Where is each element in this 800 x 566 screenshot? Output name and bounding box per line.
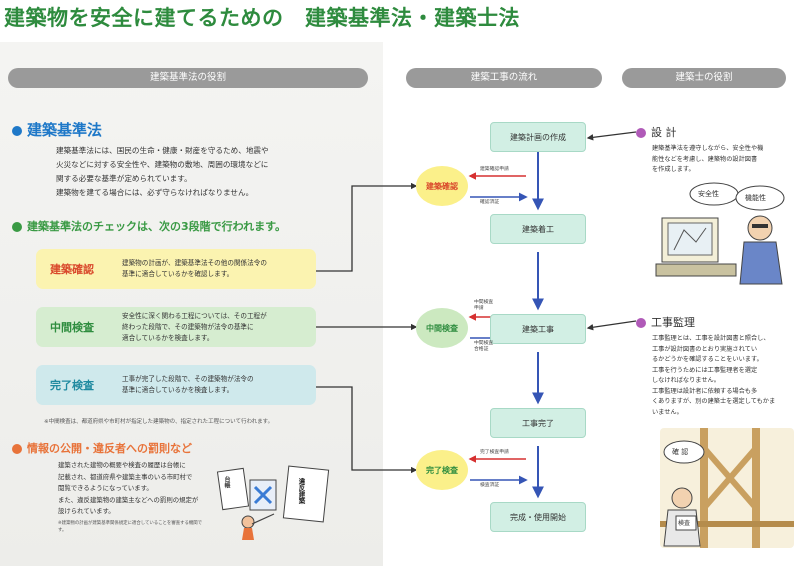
intro-line: 建築基準法には、国民の生命・健康・財産を守るため、地震や — [56, 146, 269, 155]
design-line: を作成します。 — [652, 166, 695, 173]
intro-heading: 建築基準法 — [12, 119, 102, 140]
intro-heading-text: 建築基準法 — [27, 121, 103, 139]
card-desc-line: 適合しているかを検査します。 — [122, 333, 214, 342]
design-line: 能性などを考慮し、建築物の設計図書 — [652, 155, 758, 163]
penalty-line: 閲覧できるようになっています。 — [58, 484, 153, 492]
card-interim-inspection: 中間検査 安全性に深く関わる工程については、その工程が 終わった段階で、その建築… — [36, 307, 316, 347]
card-desc: 安全性に深く関わる工程については、その工程が 終わった段階で、その建築物が法令の… — [122, 311, 275, 344]
bullet-icon — [12, 125, 22, 136]
header-law-role: 建築基準法の役割 — [8, 68, 368, 88]
design-text: 建築基準法を遵守しながら、安全性や機 能性などを考慮し、建築物の設計図書 を作成… — [652, 144, 792, 176]
design-heading: 設 計 — [636, 124, 677, 140]
supervision-line: 工事を行うためには工事監理者を選定 — [652, 366, 758, 374]
card-label: 中間検査 — [50, 321, 94, 334]
supervision-line: るかどうかを確認することをいいます。 — [652, 356, 763, 363]
tag-line: 中間検査 — [474, 300, 494, 305]
tag-mid-request: 中間検査 申請 — [474, 300, 493, 312]
designer-illustration — [655, 182, 785, 285]
intro-line: 建築物を建てる場合には、必ず守らなければなりません。 — [56, 188, 254, 197]
inspection-tag: 検査 — [678, 520, 691, 527]
check-heading: 建築基準法のチェックは、次の3段階で行われます。 — [12, 218, 286, 234]
bubble-function: 機能性 — [745, 194, 766, 202]
tag-done-request: 完了検査申請 — [480, 450, 509, 455]
page-title: 建築物を安全に建てるための 建築基準法・建築士法 — [4, 6, 520, 30]
supervisor-illustration — [660, 428, 794, 548]
tag-line: 合格証 — [474, 347, 489, 352]
card-desc-line: 基準に適合しているかを確認します。 — [122, 270, 234, 278]
supervision-line: 工事監理は設計者に依頼する場合も多 — [652, 387, 758, 395]
penalty-text: 建築された建物の概要や検査の履歴は台帳に 記載され、都道府県や建築主事のいる市町… — [58, 460, 218, 534]
penalty-line: 設けられています。 — [58, 507, 115, 515]
supervision-line: 工事監理とは、工事を設計図書と照合し、 — [652, 335, 770, 342]
penalty-line: 記載され、都道府県や建築主事のいる市町村で — [58, 472, 193, 481]
card-building-confirmation: 建築確認 建築物の計画が、建築基準法その他の関係法令の 基準に適合しているかを確… — [36, 249, 316, 289]
card-desc-line: 安全性に深く関わる工程については、その工程が — [122, 311, 267, 320]
card-desc: 工事が完了した段階で、その建築物が法令の 基準に適合しているかを検査します。 — [122, 374, 262, 396]
card-desc-line: 建築物の計画が、建築基準法その他の関係法令の — [122, 259, 267, 267]
card-label: 完了検査 — [50, 379, 94, 392]
supervision-text: 工事監理とは、工事を設計図書と照合し、 工事が設計図書のとおり実施されてい るか… — [652, 334, 797, 418]
circle-completion: 完了検査 — [416, 450, 468, 490]
tag-mid-issue: 中間検査 合格証 — [474, 341, 493, 353]
supervision-line: しなければなりません。 — [652, 377, 720, 384]
penalty-line: また、違反建築物の建築主などへの罰則の規定が — [58, 495, 199, 504]
bullet-icon — [636, 318, 646, 328]
intro-text: 建築基準法には、国民の生命・健康・財産を守るため、地震や 火災などに対する安全性… — [56, 144, 366, 200]
bubble-confirm: 確 認 — [672, 448, 689, 456]
bullet-icon — [636, 128, 646, 138]
penalty-heading: 情報の公開・違反者への罰則など — [12, 440, 192, 456]
card-desc-line: 終わった段階で、その建築物が法令の基準に — [122, 322, 254, 331]
bullet-icon — [12, 222, 22, 232]
circle-interim: 中間検査 — [416, 308, 468, 348]
intro-line: 関する必要な基準が定められています。 — [56, 174, 192, 183]
violation-stamp-label: 違反建築 — [297, 478, 305, 504]
tag-confirm-issue: 確認済証 — [480, 200, 500, 205]
flow-box-construction: 建築工事 — [490, 314, 586, 344]
supervision-line: 工事が設計図書のとおり実施されてい — [652, 345, 758, 353]
supervision-line: いません。 — [652, 408, 683, 416]
penalty-small-note: ※建築物の計画が建築基準関係規定に適合していることを審査する機関です。 — [58, 520, 203, 533]
card-desc-line: 工事が完了した段階で、その建築物が法令の — [122, 375, 254, 383]
design-line: 建築基準法を遵守しながら、安全性や機 — [652, 145, 764, 152]
card-desc: 建築物の計画が、建築基準法その他の関係法令の 基準に適合しているかを確認します。 — [122, 258, 275, 280]
supervision-heading-text: 工事監理 — [651, 316, 695, 329]
check-heading-text: 建築基準法のチェックは、次の3段階で行われます。 — [27, 220, 287, 233]
card-label: 建築確認 — [50, 263, 94, 276]
penalty-line: 建築された建物の概要や検査の履歴は台帳に — [58, 461, 186, 469]
design-heading-text: 設 計 — [651, 126, 677, 139]
ledger-illustration — [216, 465, 330, 540]
ledger-label: 台帳 — [223, 476, 230, 488]
flow-box-complete: 工事完了 — [490, 408, 586, 438]
tag-line: 中間検査 — [474, 341, 494, 346]
tag-confirm-request: 建築確認申請 — [480, 167, 509, 172]
tag-line: 申請 — [474, 306, 484, 311]
header-architect-role: 建築士の役割 — [622, 68, 786, 88]
supervision-line: くありますが、別の建築士を選定してもかま — [652, 398, 776, 405]
flow-box-start: 建築着工 — [490, 214, 586, 244]
supervision-heading: 工事監理 — [636, 314, 695, 330]
bullet-icon — [12, 444, 22, 454]
circle-confirmation: 建築確認 — [416, 166, 468, 206]
bubble-safety: 安全性 — [698, 190, 719, 198]
flow-box-use: 完成・使用開始 — [490, 502, 586, 532]
header-flow: 建築工事の流れ — [406, 68, 602, 88]
interim-note: ※中間検査は、都道府県や市町村が指定した建築物の、指定された工程について行われま… — [44, 419, 274, 425]
flow-box-plan: 建築計画の作成 — [490, 122, 586, 152]
tag-done-issue: 検査済証 — [480, 483, 500, 488]
card-completion-inspection: 完了検査 工事が完了した段階で、その建築物が法令の 基準に適合しているかを検査し… — [36, 365, 316, 405]
intro-line: 火災などに対する安全性や、建築物の敷地、周囲の環境などに — [56, 160, 269, 169]
card-desc-line: 基準に適合しているかを検査します。 — [122, 386, 234, 394]
penalty-heading-text: 情報の公開・違反者への罰則など — [27, 442, 192, 455]
